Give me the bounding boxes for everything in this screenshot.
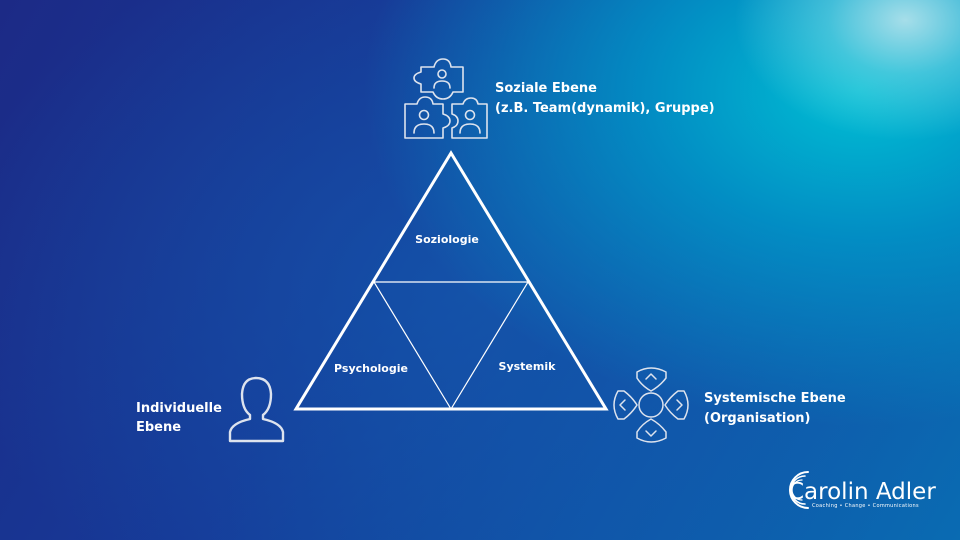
pyramid: Soziologie Psychologie Systemik bbox=[293, 150, 609, 411]
person-icon bbox=[228, 376, 285, 443]
logo-swirl-icon bbox=[789, 471, 809, 509]
social-level-subtitle: (z.B. Team(dynamik), Gruppe) bbox=[495, 101, 715, 116]
segment-label-soziologie: Soziologie bbox=[415, 233, 479, 246]
logo-tagline: Coaching • Change • Communications bbox=[812, 503, 919, 509]
individual-level-title: Individuelle bbox=[136, 401, 222, 416]
individual-level-subtitle: Ebene bbox=[136, 420, 181, 435]
systemic-level-title: Systemische Ebene bbox=[704, 391, 846, 406]
segment-label-psychologie: Psychologie bbox=[334, 362, 408, 375]
systemic-level-subtitle: (Organisation) bbox=[704, 411, 811, 426]
segment-label-systemik: Systemik bbox=[499, 360, 557, 373]
social-level-title: Soziale Ebene bbox=[495, 81, 597, 96]
system-arrows-icon bbox=[613, 367, 689, 443]
pyramid-inner-triangle bbox=[372, 281, 530, 411]
puzzle-people-icon bbox=[404, 58, 488, 139]
logo-name: Carolin Adler bbox=[788, 479, 936, 505]
logo: Carolin Adler Coaching • Change • Commun… bbox=[788, 471, 936, 509]
